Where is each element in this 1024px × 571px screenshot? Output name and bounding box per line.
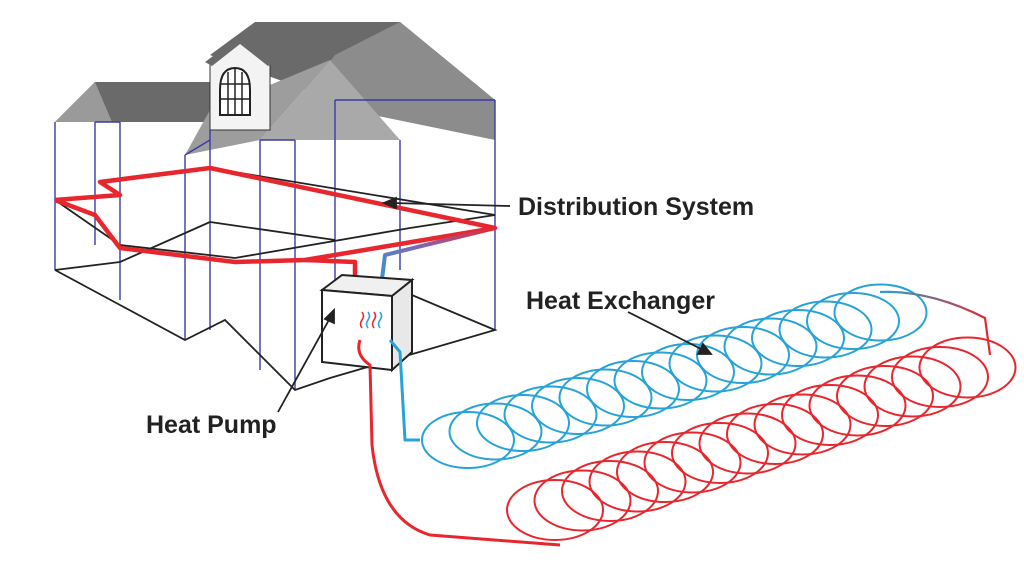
coil-loop (641, 343, 735, 401)
coil-loop (421, 411, 515, 469)
coil-loop (643, 431, 742, 494)
house-floor-outlines (54, 167, 498, 392)
coil-loop (698, 412, 797, 475)
coil-loop (506, 479, 604, 541)
coil-loop (696, 326, 790, 384)
coil-loop (891, 346, 989, 408)
coil-loop (808, 374, 907, 437)
coil-loop (918, 336, 1017, 399)
heat-waves-icon (359, 311, 383, 329)
ground-pipe-cold (388, 339, 420, 442)
coil-loop (476, 394, 570, 452)
coil-loop (616, 441, 714, 503)
coil-loop (751, 309, 845, 367)
coil-loop (448, 402, 543, 461)
coil-loop (533, 469, 632, 532)
coil-loop (723, 317, 818, 376)
house-icon (54, 22, 498, 392)
coil-loop (558, 368, 653, 427)
callout-arrows (277, 196, 713, 413)
coil-loop (668, 334, 763, 393)
coil-loop (863, 355, 962, 418)
heat-exchanger-label: Heat Exchanger (526, 287, 715, 315)
coil-end-connector (879, 290, 992, 356)
coil-loop (613, 351, 708, 410)
coil-loop (778, 300, 873, 359)
coil-loop (561, 460, 659, 522)
roof-front-gable (260, 60, 400, 140)
coil-loop (588, 450, 687, 513)
distribution-system-label: Distribution System (518, 193, 755, 221)
coil-loop (753, 393, 852, 456)
roof-main-gable (300, 22, 495, 140)
coil-loop (806, 292, 900, 350)
coil-loop (781, 384, 879, 446)
heat-pump-unit-icon (319, 273, 415, 373)
coil-loop (833, 283, 928, 342)
heat-pump-label: Heat Pump (146, 411, 277, 439)
coil-loop (531, 377, 625, 435)
roof-left-gable (55, 82, 112, 122)
coil-loop (586, 360, 680, 418)
coil-loop (503, 385, 598, 444)
ground-pipe-hot (357, 339, 561, 547)
coil-loop (836, 365, 934, 427)
coil-loop (671, 422, 769, 484)
coil-loop (726, 403, 824, 465)
distribution-pipe-hot (54, 165, 498, 265)
heat-exchanger-coil-cold (421, 283, 928, 469)
heat-exchanger-coil-hot (506, 336, 1017, 541)
dormer-roof (205, 36, 275, 66)
dormer-window-icon (219, 66, 251, 116)
